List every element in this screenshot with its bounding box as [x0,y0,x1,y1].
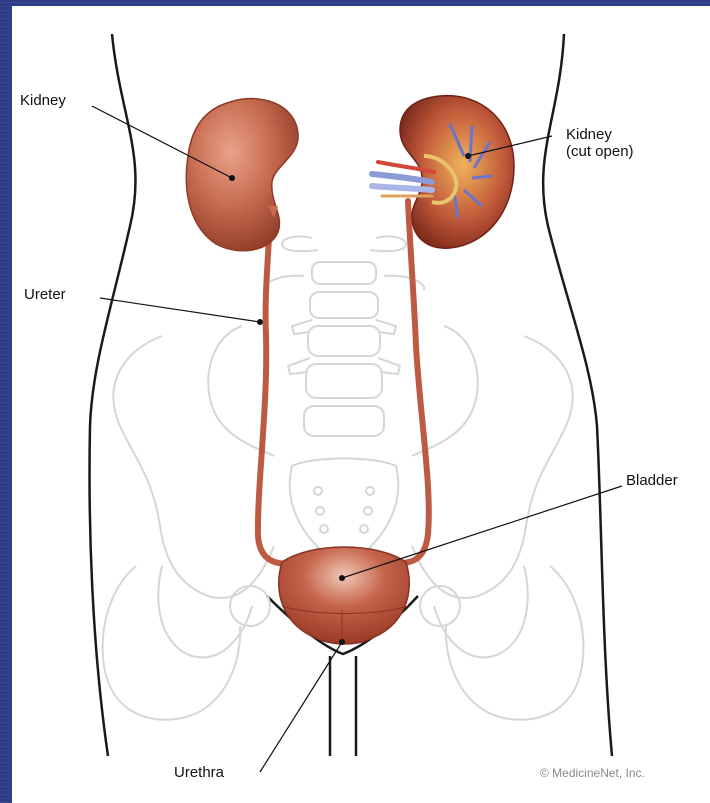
diagram-panel: Kidney Kidney (cut open) Ureter Bladder … [12,6,710,803]
label-bladder: Bladder [626,472,678,489]
right-kidney-cut [400,96,514,249]
label-kidney-left: Kidney [20,92,66,109]
bladder-organ [279,547,409,644]
body-outline [90,34,612,756]
label-ureter: Ureter [24,286,66,303]
ureters [258,201,429,564]
label-kidney-right-line2: (cut open) [566,143,634,160]
label-urethra: Urethra [174,764,224,781]
left-kidney [186,99,298,251]
label-kidney-right-line1: Kidney [566,126,634,143]
copyright-notice: © MedicineNet, Inc. [540,766,645,780]
label-kidney-right: Kidney (cut open) [566,126,634,160]
